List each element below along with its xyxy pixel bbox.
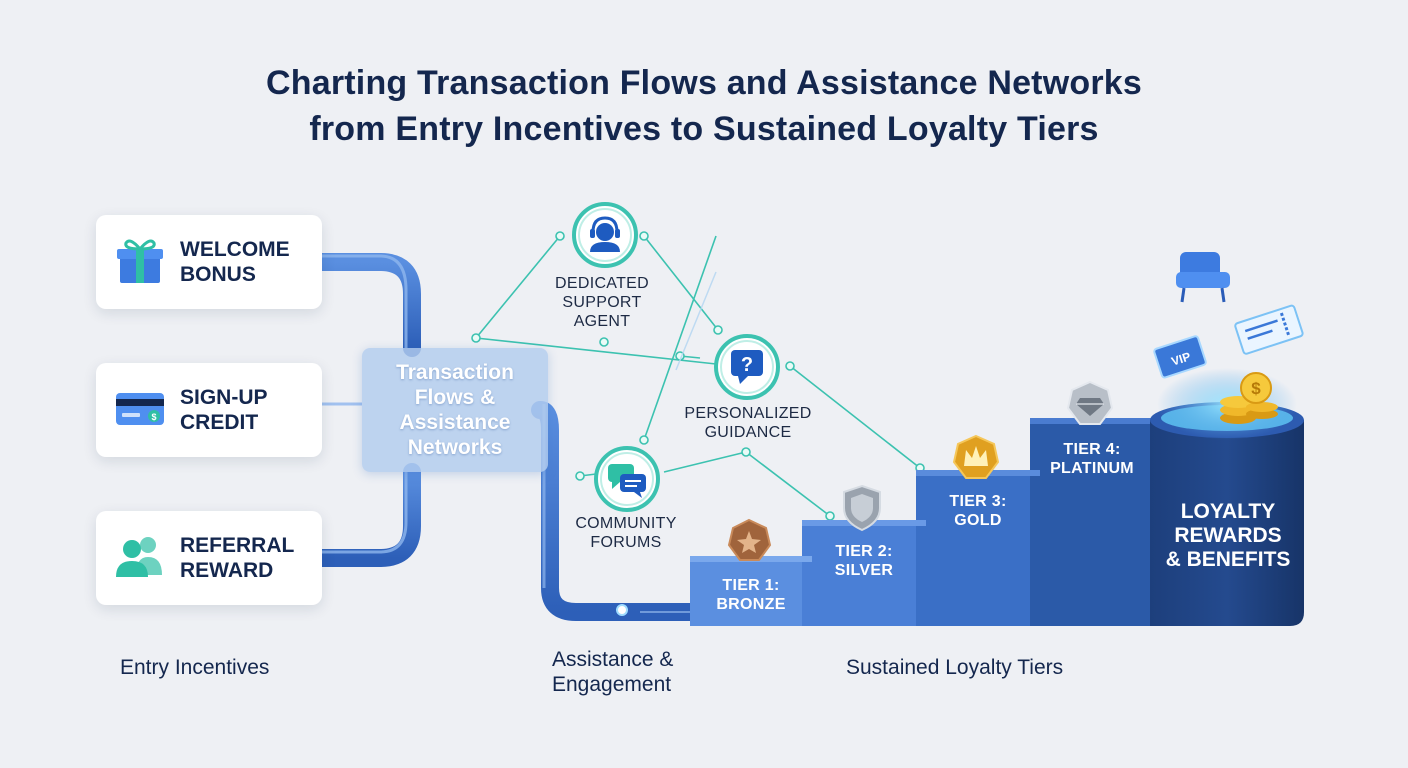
loyalty-rewards-label: LOYALTY REWARDS & BENEFITS: [1165, 500, 1291, 571]
entry-card-referral-reward[interactable]: REFERRAL REWARD: [96, 511, 322, 605]
tier-2-step: [802, 520, 926, 626]
referral-reward-line-2: REWARD: [180, 559, 274, 582]
section-label-loyalty: Sustained Loyalty Tiers: [846, 656, 1064, 679]
tier-1-label: TIER 1: BRONZE: [716, 577, 786, 613]
coins-icon: $: [1220, 372, 1278, 424]
assistance-network-lines: [475, 235, 921, 517]
headset-icon[interactable]: [570, 200, 640, 270]
entry-card-welcome-bonus[interactable]: WELCOME BONUS: [96, 215, 322, 309]
hub-line-2: Flows &: [414, 386, 496, 409]
crown-badge-icon: [952, 434, 1000, 479]
boarding-pass-icon: [1234, 304, 1304, 355]
hub-line-1: Transaction: [396, 361, 514, 384]
star-badge-icon: [727, 518, 772, 561]
gift-icon: [117, 239, 163, 283]
referral-reward-line-1: REFERRAL: [180, 534, 295, 557]
welcome-bonus-line-1: WELCOME: [180, 238, 290, 261]
title-line-1: Charting Transaction Flows and Assistanc…: [266, 64, 1142, 102]
svg-text:$: $: [1251, 379, 1261, 398]
shield-badge-icon: [843, 484, 881, 532]
tier-1-step: [690, 556, 812, 626]
tier-3-step: [916, 470, 1040, 626]
tier-2-label: TIER 2: SILVER: [834, 543, 894, 579]
section-label-entry: Entry Incentives: [120, 656, 270, 679]
users-icon: [116, 537, 162, 577]
entry-card-sign-up-credit[interactable]: $ SIGN-UP CREDIT: [96, 363, 322, 457]
transaction-hub[interactable]: Transaction Flows & Assistance Networks: [362, 348, 548, 472]
tier-3-label: TIER 3: GOLD: [949, 493, 1007, 529]
page-title: Charting Transaction Flows and Assistanc…: [0, 60, 1408, 152]
tier-4-label: TIER 4: PLATINUM: [1050, 441, 1134, 477]
hub-line-4: Networks: [407, 436, 503, 459]
svg-text:$: $: [151, 412, 156, 422]
sign-up-credit-line-2: CREDIT: [180, 411, 259, 434]
hub-line-3: Assistance: [399, 411, 511, 434]
question-bubble-icon[interactable]: ?: [712, 332, 782, 402]
community-forums-label: COMMUNITY FORUMS: [575, 515, 677, 551]
svg-text:?: ?: [741, 354, 753, 376]
credit-card-icon: $: [116, 393, 164, 425]
diamond-badge-icon: [1066, 380, 1114, 425]
welcome-bonus-line-2: BONUS: [180, 263, 256, 286]
dedicated-support-agent-label: DEDICATED SUPPORT AGENT: [555, 275, 649, 330]
sign-up-credit-line-1: SIGN-UP: [180, 386, 268, 409]
vip-ticket-icon: [1153, 335, 1207, 379]
tier-4-step: [1030, 418, 1154, 626]
section-label-assistance: Assistance & Engagement: [552, 648, 674, 696]
armchair-icon: [1176, 252, 1230, 303]
title-line-2: from Entry Incentives to Sustained Loyal…: [309, 110, 1099, 148]
personalized-guidance-label: PERSONALIZED GUIDANCE: [684, 405, 812, 441]
chat-bubbles-icon[interactable]: [592, 444, 662, 514]
